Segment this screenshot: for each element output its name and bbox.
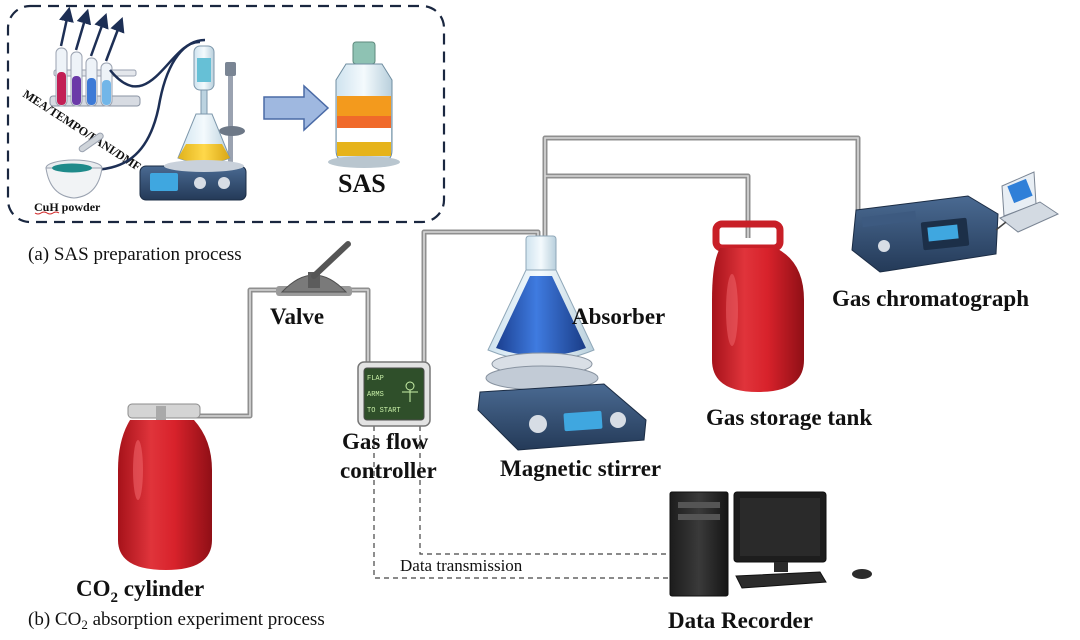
gas-chromatograph-icon xyxy=(851,195,999,273)
cylinder-label-prefix: CO xyxy=(76,576,111,601)
data-recorder-label: Data Recorder xyxy=(668,608,813,633)
cylinder-label-suffix: cylinder xyxy=(118,576,204,601)
svg-text:CO2 cylinder: CO2 cylinder xyxy=(76,576,204,606)
gas-flow-controller-icon: FLAP ARMS TO START xyxy=(357,361,431,427)
test-tube-rack-icon xyxy=(49,6,141,107)
gas-pipes-highlight xyxy=(188,137,859,417)
sas-bottle-icon xyxy=(328,41,400,168)
absorber-flask-icon xyxy=(487,235,595,362)
flow-screen-line3: TO START xyxy=(367,407,401,415)
gas-chromatograph-label: Gas chromatograph xyxy=(832,286,1029,311)
cylinder-label-sub: 2 xyxy=(111,590,119,606)
flow-screen-line1: FLAP xyxy=(367,375,384,383)
data-transmission-lines xyxy=(373,426,684,579)
data-recorder-icon xyxy=(669,491,872,597)
dashed-frame xyxy=(6,4,446,224)
valve-icon xyxy=(276,241,352,296)
process-arrow-icon xyxy=(263,84,330,132)
magnetic-stirrer-label: Magnetic stirrer xyxy=(500,456,661,481)
gas-storage-tank-icon xyxy=(712,220,804,392)
absorption-caption-sub: 2 xyxy=(81,617,88,632)
sas-preparation-panel: MEA/TEMPO/PANI/DMF CuH powder xyxy=(6,4,446,224)
co2-cylinder-icon xyxy=(118,403,212,570)
data-transmission-label: Data transmission xyxy=(400,556,523,575)
flow-screen-line2: ARMS xyxy=(367,391,384,399)
absorption-caption-suffix: absorption experiment process xyxy=(88,609,325,630)
reaction-setup-icon xyxy=(139,45,247,201)
spell-underline xyxy=(34,211,60,215)
absorber-label: Absorber xyxy=(572,304,665,329)
mortar-bowl-icon xyxy=(45,132,104,199)
reagent-tubing xyxy=(109,40,201,88)
gc-cable xyxy=(995,221,1007,231)
flow-controller-label-line1: Gas flow xyxy=(342,429,429,454)
flow-controller-label-line2: controller xyxy=(340,458,437,483)
laptop-icon xyxy=(999,171,1060,233)
magnetic-stirrer-icon xyxy=(477,352,647,451)
prep-caption: (a) SAS preparation process xyxy=(28,244,242,265)
sas-label: SAS xyxy=(338,169,386,198)
absorption-caption-prefix: (b) CO xyxy=(28,609,81,630)
gas-storage-tank-label: Gas storage tank xyxy=(706,405,872,430)
co2-cylinder-label: CO2 cylinder xyxy=(76,576,204,606)
powder-label: CuH powder xyxy=(34,200,101,214)
svg-text:(b) CO2 absorption experiment: (b) CO2 absorption experiment process xyxy=(28,609,325,632)
powder-tubing xyxy=(87,38,206,172)
valve-label: Valve xyxy=(270,304,324,329)
absorption-caption: (b) CO2 absorption experiment process xyxy=(28,609,325,632)
